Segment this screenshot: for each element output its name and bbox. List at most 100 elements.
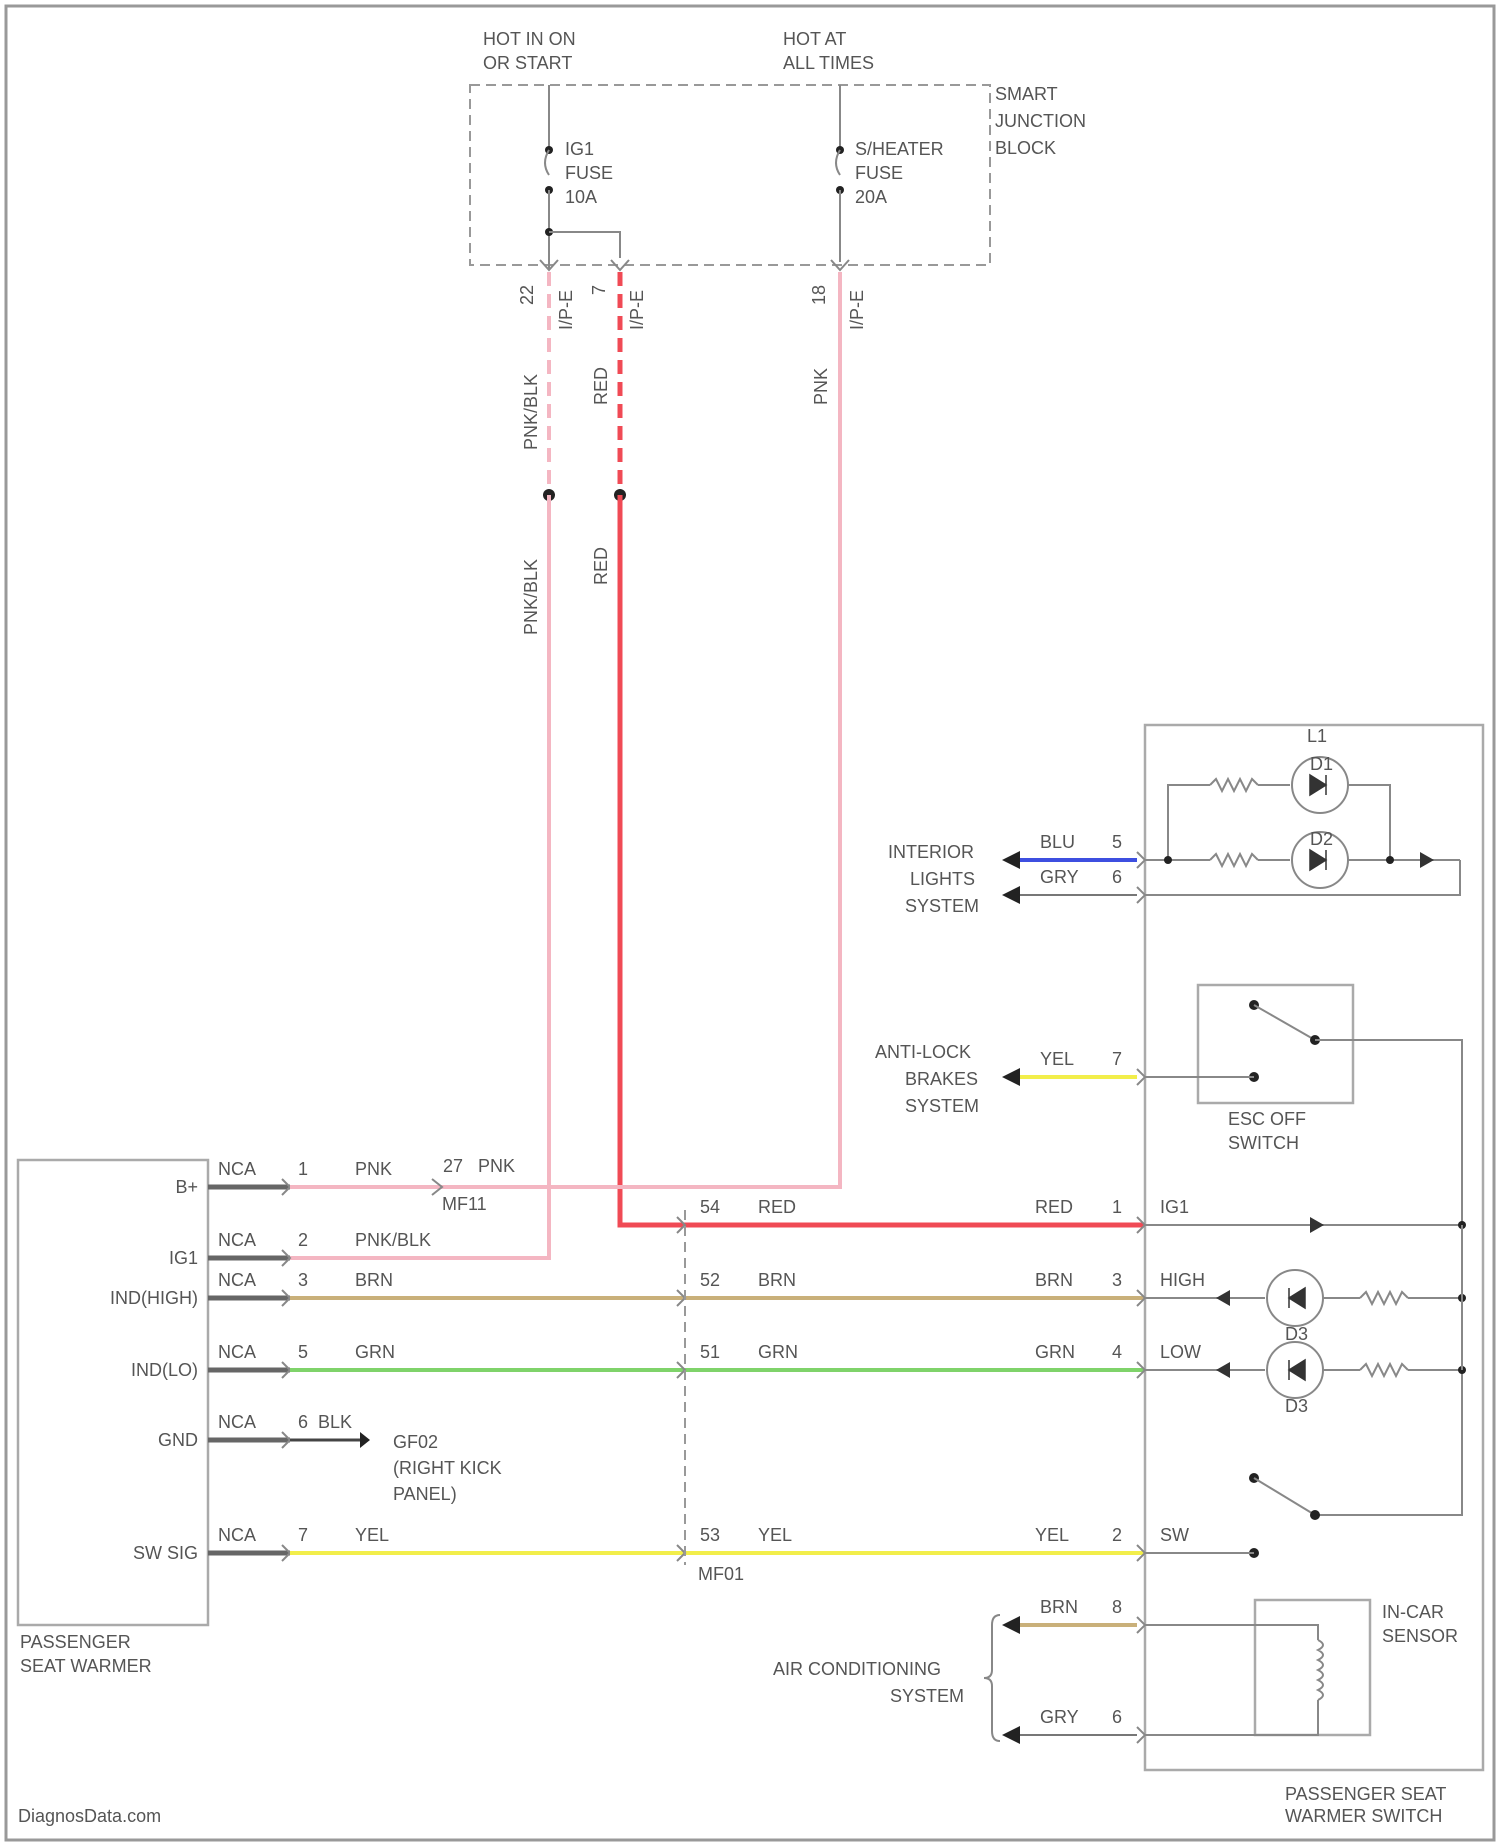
mf11-pin: 27 <box>443 1156 463 1176</box>
switch-pin-label: LOW <box>1160 1342 1201 1362</box>
mf01-pin-num: 54 <box>700 1197 720 1217</box>
switch-wire-color: GRY <box>1040 1707 1079 1727</box>
system-arrow-icon <box>1002 851 1020 869</box>
led-d3-high-label: D3 <box>1285 1324 1308 1344</box>
esc-off-switch-box <box>1198 985 1353 1103</box>
system-arrow-icon <box>1002 886 1020 904</box>
esc-switch-contact <box>1254 1005 1315 1040</box>
led-d2-label: D2 <box>1310 829 1333 849</box>
mf01-wire-color: RED <box>758 1197 796 1217</box>
ig1-fuse-label: IG1FUSE10A <box>565 139 613 207</box>
warmer-nca-label: NCA <box>218 1230 256 1250</box>
switch-pin-label: SW <box>1160 1525 1189 1545</box>
switch-pin-num: 6 <box>1112 867 1122 887</box>
warmer-pin-name: B+ <box>175 1177 198 1197</box>
system-arrow-icon <box>1002 1068 1020 1086</box>
pnk-wire <box>440 272 840 1187</box>
warmer-wire-color: GRN <box>355 1342 395 1362</box>
switch-pin-num: 5 <box>1112 832 1122 852</box>
switch-wire-color: BRN <box>1035 1270 1073 1290</box>
switch-wire-color: BRN <box>1040 1597 1078 1617</box>
pin-18-connector-label: I/P-E <box>847 290 867 330</box>
pin-7-label: 7 <box>589 285 609 295</box>
red-wire <box>620 495 685 1225</box>
led-d3-low-label: D3 <box>1285 1396 1308 1416</box>
system-arrow-icon <box>1002 1616 1020 1634</box>
seat-warmer-pins: B+NCA1PNKIG1NCA2PNK/BLKIND(HIGH)NCA3BRNI… <box>110 1159 1145 1563</box>
switch-pin-num: 4 <box>1112 1342 1122 1362</box>
warmer-pin-name: IND(LO) <box>131 1360 198 1380</box>
resistor-low-icon <box>1360 1364 1408 1376</box>
warmer-wire-color: BLK <box>318 1412 352 1432</box>
resistor-1-icon <box>1210 779 1258 791</box>
warmer-pin-name: SW SIG <box>133 1543 198 1563</box>
switch-pin-label: HIGH <box>1160 1270 1205 1290</box>
switch-wire-color: GRY <box>1040 867 1079 887</box>
switch-pin-num: 2 <box>1112 1525 1122 1545</box>
warmer-nca-label: NCA <box>218 1342 256 1362</box>
pin-7-connector-label: I/P-E <box>627 290 647 330</box>
warmer-wire-color: BRN <box>355 1270 393 1290</box>
mf01-wire-color: GRN <box>758 1342 798 1362</box>
pnk-blk-wire <box>290 495 549 1258</box>
mf11-color: PNK <box>478 1156 515 1176</box>
pnk-blk-label-upper: PNK/BLK <box>521 374 541 450</box>
warmer-wire-color: YEL <box>355 1525 389 1545</box>
switch-wire-color: YEL <box>1035 1525 1069 1545</box>
diagram-border <box>6 6 1494 1840</box>
resistor-high-icon <box>1360 1292 1408 1304</box>
switch-pin-num: 1 <box>1112 1197 1122 1217</box>
mf01-pin-num: 52 <box>700 1270 720 1290</box>
warmer-pin-name: GND <box>158 1430 198 1450</box>
switch-pin-label: IG1 <box>1160 1197 1189 1217</box>
switch-pin-num: 3 <box>1112 1270 1122 1290</box>
switch-wire-color: GRN <box>1035 1342 1075 1362</box>
warmer-nca-label: NCA <box>218 1159 256 1179</box>
switch-wire-color: YEL <box>1040 1049 1074 1069</box>
in-car-sensor-box <box>1255 1600 1370 1735</box>
led-l1-label: L1 <box>1307 726 1327 746</box>
mf01-pin-num: 53 <box>700 1525 720 1545</box>
warmer-pin-name: IG1 <box>169 1248 198 1268</box>
warmer-pin-num: 7 <box>298 1525 308 1545</box>
switch-pin-num: 8 <box>1112 1597 1122 1617</box>
mf01-pin-num: 51 <box>700 1342 720 1362</box>
watermark: DiagnosData.com <box>18 1806 161 1826</box>
switch-wire-color: BLU <box>1040 832 1075 852</box>
switch-pin-num: 7 <box>1112 1049 1122 1069</box>
red-label-upper: RED <box>591 367 611 405</box>
mf01-name: MF01 <box>698 1564 744 1584</box>
ground-arrow-icon <box>360 1432 370 1448</box>
feed-wires: PNK/BLK PNK/BLK RED RED PNK <box>290 272 840 1258</box>
switch-pin-num: 6 <box>1112 1707 1122 1727</box>
mf11-name: MF11 <box>442 1194 487 1214</box>
thermistor-icon <box>1318 1640 1323 1700</box>
mf01-wire-color: YEL <box>758 1525 792 1545</box>
warmer-pin-num: 6 <box>298 1412 308 1432</box>
led-d1-label: D1 <box>1310 754 1333 774</box>
warmer-wire-color: PNK/BLK <box>355 1230 431 1250</box>
warmer-pin-num: 1 <box>298 1159 308 1179</box>
pin-22-connector-label: I/P-E <box>556 290 576 330</box>
seat-switch-contact <box>1254 1478 1315 1515</box>
warmer-pin-num: 5 <box>298 1342 308 1362</box>
warmer-wire-color: PNK <box>355 1159 392 1179</box>
warmer-pin-num: 3 <box>298 1270 308 1290</box>
system-arrow-icon <box>1002 1726 1020 1744</box>
